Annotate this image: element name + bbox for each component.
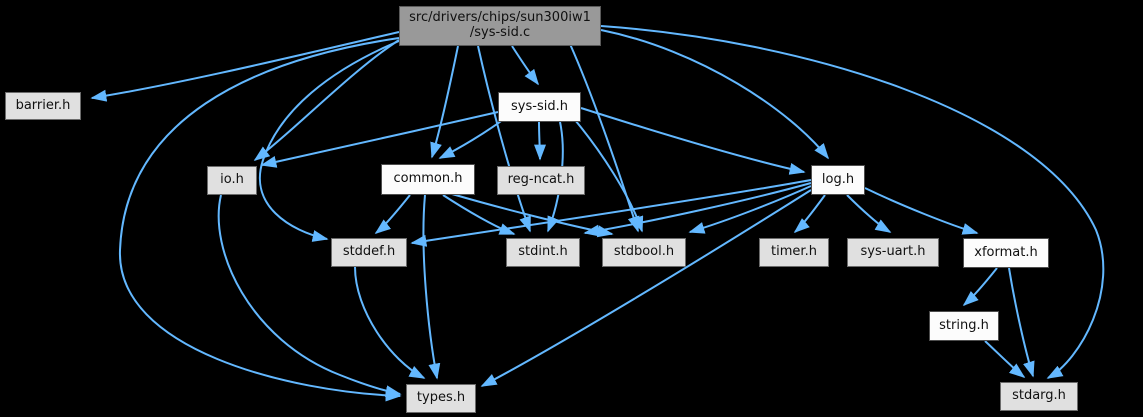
edge-root-log [600, 29, 829, 160]
edge-xformat-stdarg [1008, 267, 1035, 378]
node-common-h[interactable]: common.h [381, 164, 475, 195]
node-barrier-h[interactable]: barrier.h [5, 92, 81, 120]
node-xformat-h[interactable]: xformat.h [963, 238, 1049, 268]
edge-sysSidH-common [438, 118, 505, 159]
node-string-h[interactable]: string.h [929, 311, 999, 341]
edge-log-xformat [864, 187, 979, 235]
edge-log-stddef [410, 179, 812, 247]
node-io-h[interactable]: io.h [207, 166, 257, 195]
edge-log-stdint [583, 182, 812, 237]
node-stdarg-h[interactable]: stdarg.h [1000, 382, 1078, 411]
edge-sysSidH-io [260, 111, 499, 168]
node-sys-uart-h[interactable]: sys-uart.h [847, 238, 939, 267]
edge-root-stdarg [600, 25, 1105, 379]
edge-common-stddef [374, 194, 411, 234]
node-sys-sid-c[interactable]: src/drivers/chips/sun300iw1 /sys-sid.c [399, 6, 601, 46]
edge-xformat-string [962, 267, 998, 307]
node-stddef-h[interactable]: stddef.h [331, 238, 407, 267]
edge-log-timer [793, 194, 826, 234]
edge-sysSidH-log [580, 107, 806, 175]
edge-sysSidH-regncat [533, 121, 546, 161]
edge-common-stdint [442, 194, 516, 235]
edge-sysSidH-stdbool [574, 119, 644, 233]
edge-root-barrier [90, 31, 400, 102]
node-sys-sid-h[interactable]: sys-sid.h [498, 92, 581, 122]
node-types-h[interactable]: types.h [406, 384, 476, 413]
edge-root-stdint [477, 45, 531, 233]
node-stdint-h[interactable]: stdint.h [506, 238, 580, 267]
edge-io-types [217, 194, 402, 398]
node-timer-h[interactable]: timer.h [759, 238, 829, 267]
edge-log-sysuart [846, 194, 892, 233]
edge-root-types [118, 37, 402, 402]
edge-string-stdarg [984, 340, 1026, 378]
edge-root-io [253, 39, 400, 161]
edge-common-stdbool [451, 193, 614, 238]
edge-root-sys-sid-h [511, 45, 539, 86]
edge-root-common [430, 45, 459, 159]
edge-stddef-types [354, 266, 426, 379]
edge-log-types [480, 189, 812, 387]
edge-common-types [422, 194, 441, 380]
edge-log-stdbool [688, 185, 812, 234]
node-stdbool-h[interactable]: stdbool.h [602, 238, 686, 267]
node-reg-ncat-h[interactable]: reg-ncat.h [497, 166, 585, 195]
node-log-h[interactable]: log.h [811, 165, 865, 195]
edge-root-stdbool [569, 43, 640, 233]
